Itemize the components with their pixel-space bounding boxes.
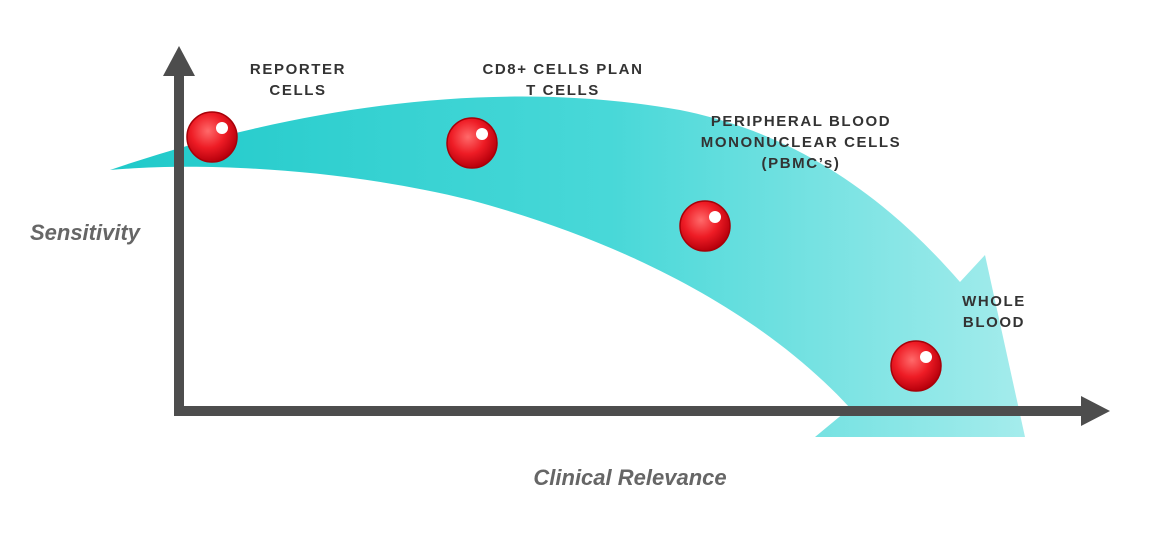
label-whole-blood: WHOLE BLOOD: [962, 293, 1026, 331]
label-line: (PBMC’s): [762, 155, 841, 172]
label-line: WHOLE: [962, 293, 1026, 310]
y-axis-arrowhead: [163, 46, 195, 76]
label-line: MONONUCLEAR CELLS: [701, 134, 902, 151]
label-line: T CELLS: [526, 82, 600, 99]
label-line: CELLS: [269, 82, 326, 99]
label-line: BLOOD: [963, 314, 1025, 331]
label-line: PERIPHERAL BLOOD: [711, 113, 891, 130]
label-line: CD8+ CELLS PLAN: [482, 61, 643, 78]
label-line: REPORTER: [250, 61, 346, 78]
y-axis-label: Sensitivity: [30, 220, 142, 245]
x-axis-label: Clinical Relevance: [533, 465, 726, 490]
cell-whole-blood: [890, 340, 942, 392]
label-reporter-cells: REPORTER CELLS: [250, 61, 346, 99]
cell-pbmc: [679, 200, 731, 252]
cell-cd8: [446, 117, 498, 169]
x-axis-arrowhead: [1081, 396, 1110, 426]
relevance-arrow: [110, 96, 1025, 437]
label-pbmc: PERIPHERAL BLOOD MONONUCLEAR CELLS (PBMC…: [701, 113, 902, 172]
axes: [163, 46, 1110, 426]
cell-reporter: [186, 111, 238, 163]
label-cd8-cells: CD8+ CELLS PLAN T CELLS: [482, 61, 643, 99]
